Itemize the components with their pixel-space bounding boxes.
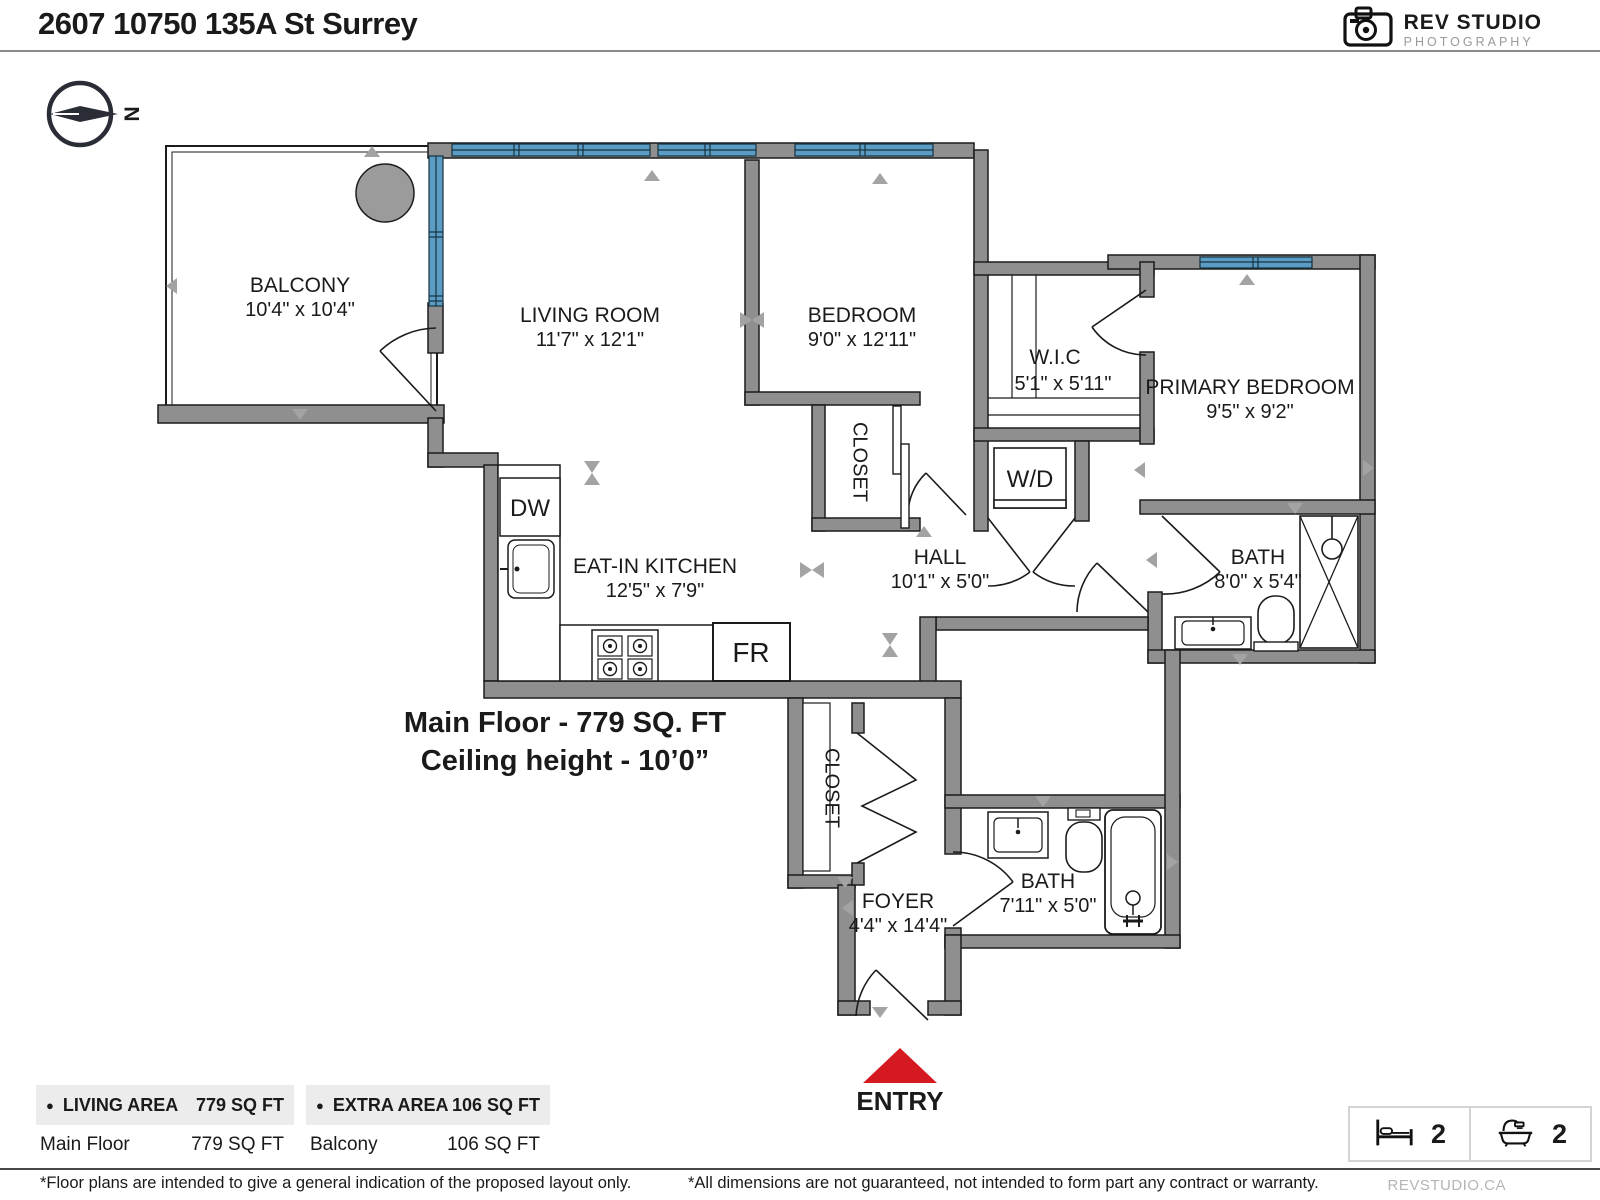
entry-label: ENTRY [856,1086,943,1116]
bath2-fixtures [987,807,1162,935]
kitchen-fixtures [497,464,791,682]
hall-label: HALL [914,546,967,569]
bath2-sink [987,811,1049,859]
living-room-label: LIVING ROOM [520,304,660,327]
washer-dryer [993,447,1067,509]
bullet-icon: ● [46,1097,54,1113]
fridge [712,622,791,682]
row-value: 779 SQ FT [191,1134,284,1155]
stats-divider [1469,1108,1471,1160]
table-row: Balcony 106 SQ FT [306,1125,550,1156]
disclaimer-right: *All dimensions are not guaranteed, not … [688,1174,1319,1192]
row-name: Balcony [310,1134,378,1155]
ceiling-height-label: Ceiling height - 10’0” [421,745,709,777]
foyer-dims: 4'4" x 14'4" [849,915,948,937]
wic-label: W.I.C [1029,346,1080,369]
baths-count: 2 [1551,1118,1568,1149]
living-room-dims: 11'7" x 12'1" [536,329,644,351]
foyer-closet-shelf [802,702,831,872]
compass-north-label: N [119,106,142,121]
baths-stat: 2 [1471,1108,1590,1160]
beds-count: 2 [1430,1118,1447,1149]
bed-bath-stats: 2 2 [1348,1106,1592,1162]
extra-area-header: ● EXTRA AREA 106 SQ FT [306,1085,550,1125]
shower [1299,515,1359,649]
balcony-label: BALCONY [250,274,350,297]
logo-name: REV STUDIO [1403,10,1542,34]
extra-area-label: EXTRA AREA [332,1094,449,1115]
bath1-fixtures [1174,515,1359,652]
living-area-table: ● LIVING AREA 779 SQ FT Main Floor 779 S… [36,1085,294,1156]
header-divider [0,50,1600,52]
living-area-label: LIVING AREA [62,1094,179,1115]
website-label: REVSTUDIO.CA [1387,1177,1506,1194]
kitchen-label: EAT-IN KITCHEN [573,555,737,578]
stove [591,629,659,682]
bath1-label: BATH [1231,546,1285,569]
bath2-dims: 7'11" x 5'0" [999,895,1096,917]
bedroom-closet-label: CLOSET [849,422,871,502]
kitchen-sink [500,539,555,599]
sliding-door [892,405,910,529]
balcony-table [355,163,415,223]
disclaimer-left: *Floor plans are intended to give a gene… [40,1174,632,1192]
extra-area-total: 106 SQ FT [451,1094,540,1115]
fridge-label: FR [732,637,769,668]
extra-area-table: ● EXTRA AREA 106 SQ FT Balcony 106 SQ FT [306,1085,550,1156]
bath2-label: BATH [1021,870,1075,893]
logo-subtitle: PHOTOGRAPHY [1403,34,1534,49]
camera-icon [1342,5,1394,54]
windows [428,143,1313,307]
wic-dims: 5'1" x 5'11" [1014,373,1111,395]
living-area-total: 779 SQ FT [195,1094,284,1115]
row-value: 106 SQ FT [447,1134,540,1155]
living-area-header: ● LIVING AREA 779 SQ FT [36,1085,294,1125]
balcony-dims: 10'4" x 10'4" [245,299,355,321]
bedroom-label: BEDROOM [808,304,917,327]
bath1-toilet [1253,595,1299,652]
wic-shelves [988,275,1140,416]
bath1-sink [1174,616,1252,650]
floor-area-title: Main Floor - 779 SQ. FT [404,707,727,739]
table-row: Main Floor 779 SQ FT [36,1125,294,1156]
washer-dryer-label: W/D [1007,466,1054,493]
foyer-label: FOYER [862,890,934,913]
footer-divider [0,1168,1600,1170]
bed-icon [1373,1116,1415,1153]
compass-icon: N [46,80,142,148]
dimension-markers [166,146,1374,1018]
dishwasher-label: DW [510,495,550,522]
bathtub [1104,809,1162,935]
bath-icon [1494,1116,1536,1153]
hall-dims: 10'1" x 5'0" [891,571,990,593]
primary-bedroom-label: PRIMARY BEDROOM [1145,376,1354,399]
row-name: Main Floor [40,1134,130,1155]
bath1-dims: 8'0" x 5'4" [1214,571,1301,593]
primary-bedroom-dims: 9'5" x 9'2" [1206,401,1293,423]
entry-arrow [863,1048,937,1083]
foyer-closet-label: CLOSET [821,748,843,828]
bullet-icon: ● [316,1097,324,1113]
kitchen-dims: 12'5" x 7'9" [606,580,705,602]
logo: REV STUDIO PHOTOGRAPHY [1342,5,1542,54]
doors [379,289,1221,1021]
page-title: 2607 10750 135A St Surrey [38,6,418,41]
bedroom-dims: 9'0" x 12'11" [808,329,916,351]
beds-stat: 2 [1350,1108,1469,1160]
bath2-toilet [1065,807,1103,873]
